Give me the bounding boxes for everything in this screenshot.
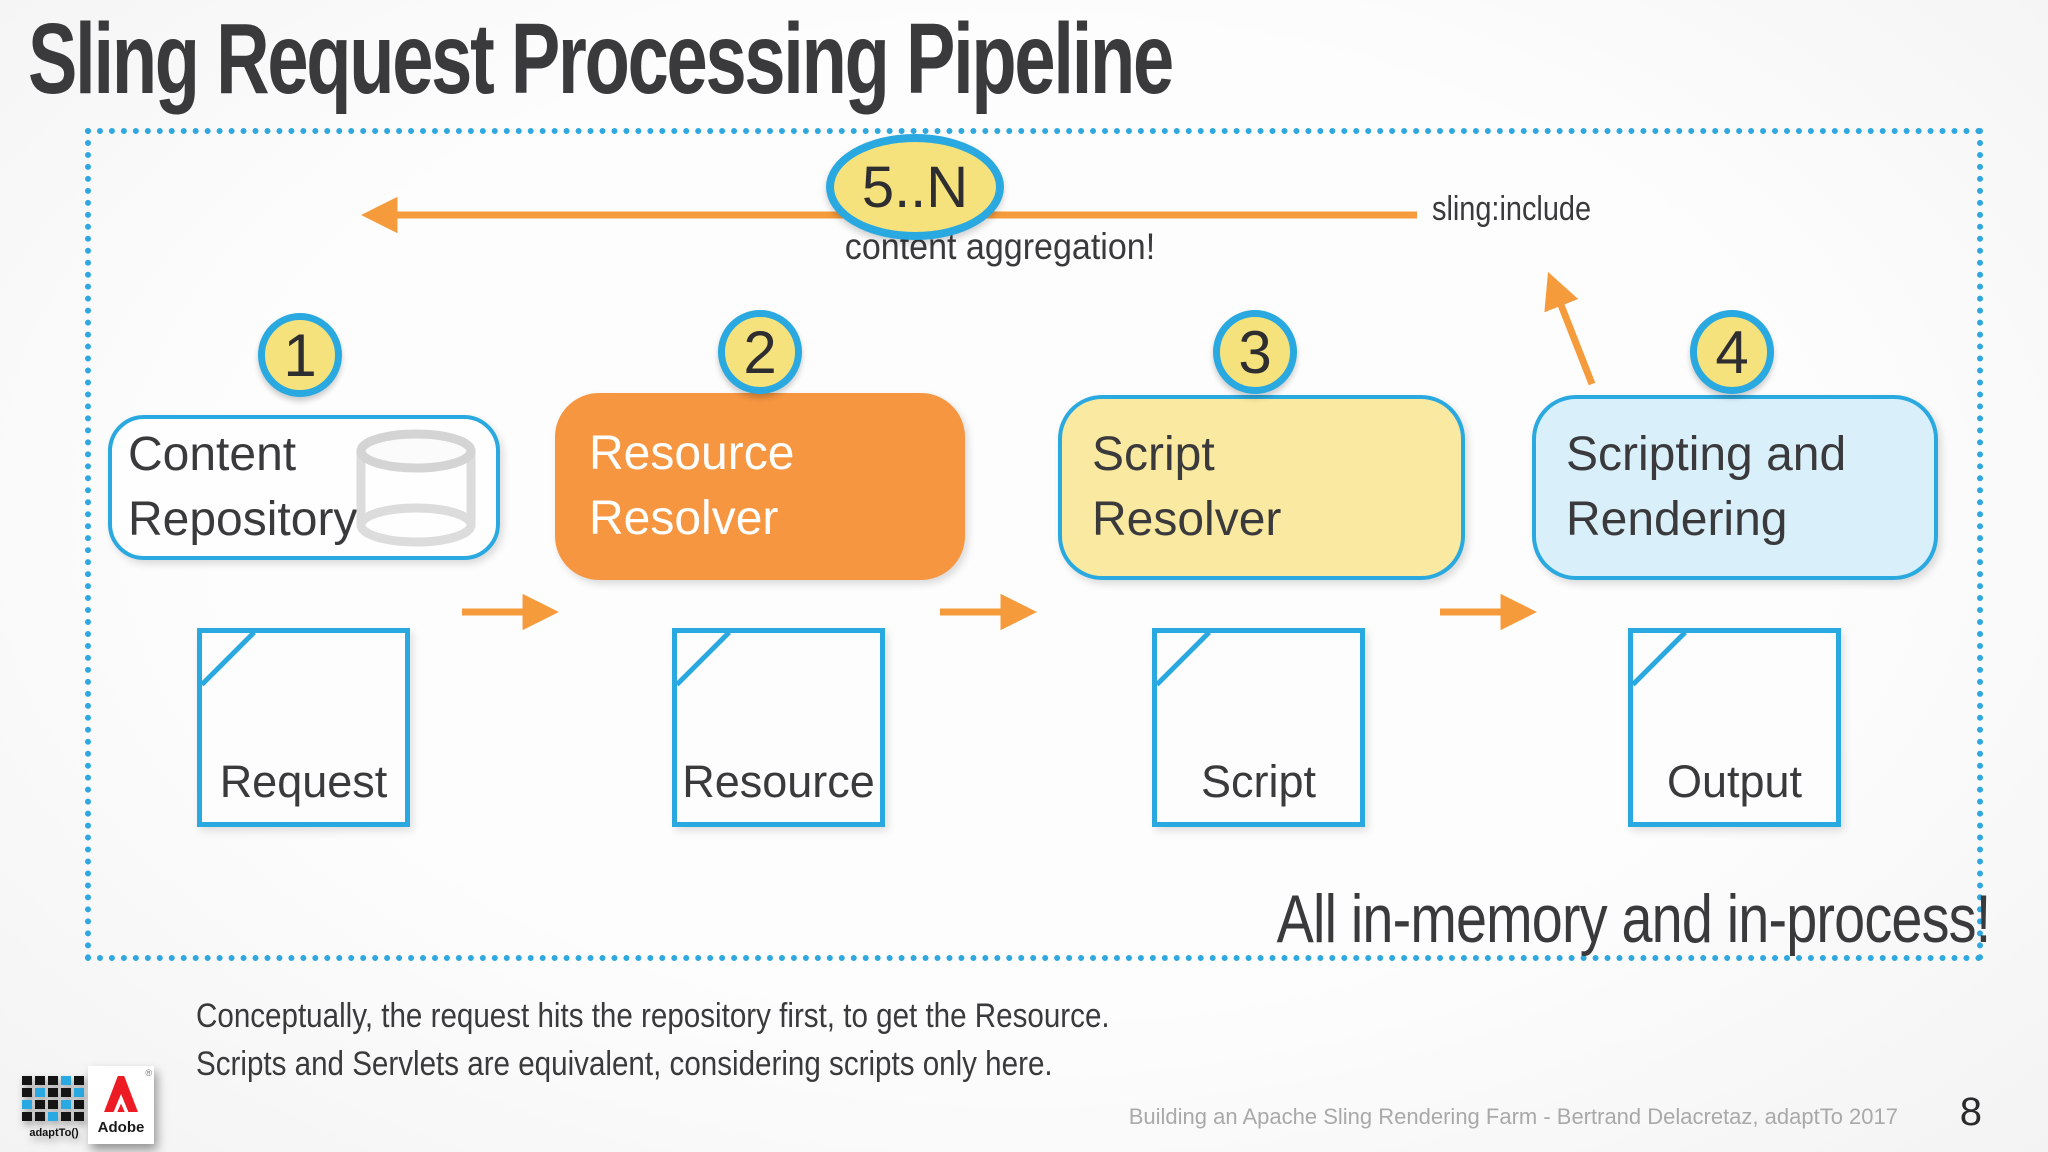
registered-mark: ®	[145, 1068, 152, 1078]
stage-4-badge: 4	[1690, 310, 1774, 394]
memory-note: All in-memory and in-process!	[1276, 881, 1991, 957]
loop-count-badge: 5..N	[826, 134, 1004, 240]
adaptto-logo-text: adaptTo()	[29, 1127, 79, 1139]
page-number: 8	[1959, 1090, 1982, 1134]
artifact-label: Output	[1666, 756, 1803, 807]
artifact-request: Request	[197, 628, 410, 827]
database-cylinder-icon	[356, 429, 476, 547]
note-line-2: Scripts and Servlets are equivalent, con…	[196, 1045, 1053, 1084]
stage-2-badge: 2	[718, 310, 802, 394]
adaptto-logo: adaptTo()	[18, 1076, 90, 1139]
artifact-output: Output	[1628, 628, 1841, 827]
stage-box-script-resolver: Script Resolver	[1058, 395, 1465, 580]
stage-box-label: Content Repository	[128, 427, 358, 546]
stage-3-badge: 3	[1213, 310, 1297, 394]
stage-box-label: Scripting and Rendering	[1566, 427, 1847, 546]
artifact-label: Request	[219, 756, 388, 807]
slide-credit: Building an Apache Sling Rendering Farm …	[1128, 1104, 1898, 1129]
stage-box-label: Resource Resolver	[589, 426, 795, 545]
artifact-label: Script	[1200, 756, 1317, 807]
artifact-resource: Resource	[672, 628, 885, 827]
adobe-logo: ® Adobe	[88, 1066, 154, 1144]
slide-title: Sling Request Processing Pipeline	[28, 3, 1174, 115]
stage-box-content-repository: Content Repository	[108, 415, 500, 560]
note-line-1: Conceptually, the request hits the repos…	[196, 997, 1110, 1035]
pipeline-boundary	[85, 128, 1983, 961]
slide-notes: Conceptually, the request hits the repos…	[196, 992, 1110, 1089]
artifact-script: Script	[1152, 628, 1365, 827]
adaptto-logo-icon	[22, 1076, 84, 1121]
artifact-label: Resource	[682, 756, 875, 807]
adobe-logo-text: Adobe	[97, 1119, 145, 1136]
sling-include-label: sling:include	[1432, 190, 1592, 228]
stage-1-badge: 1	[258, 313, 342, 397]
stage-box-scripting-rendering: Scripting and Rendering	[1532, 395, 1938, 580]
stage-box-resource-resolver: Resource Resolver	[555, 393, 965, 580]
stage-box-label: Script Resolver	[1092, 427, 1282, 546]
adobe-logo-icon	[104, 1076, 138, 1112]
